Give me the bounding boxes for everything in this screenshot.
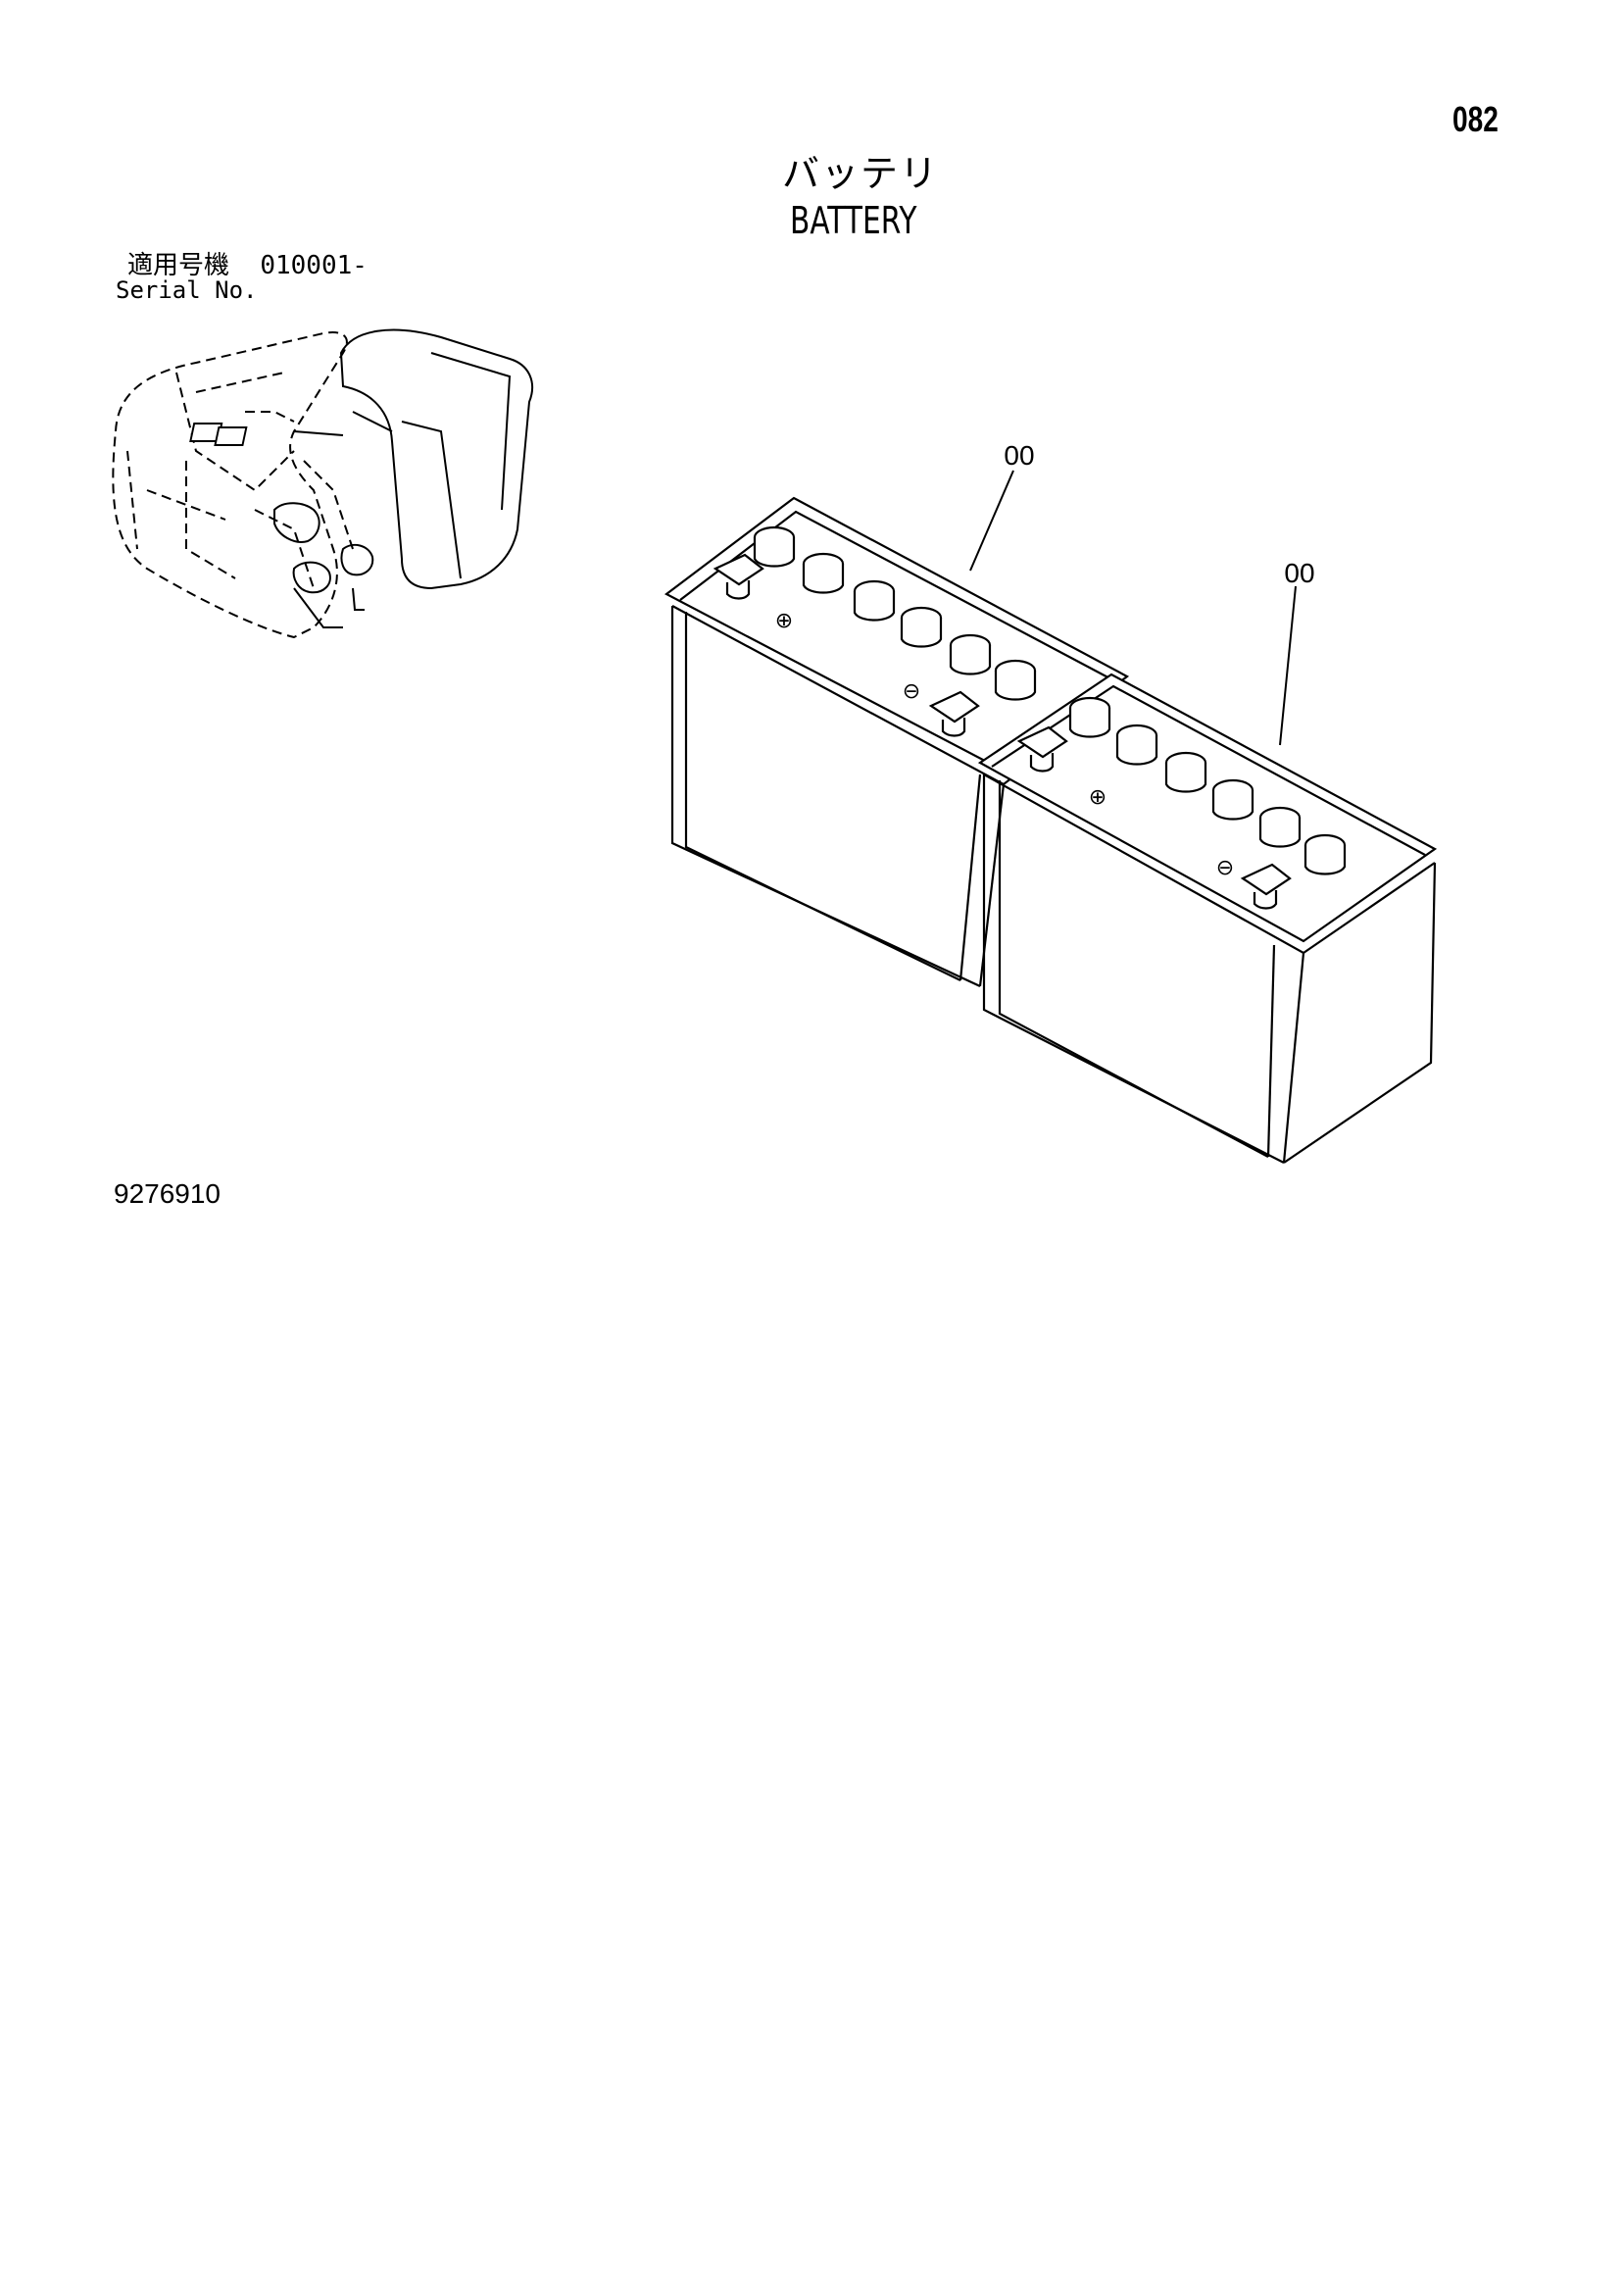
serial-applicability: 適用号機 010001- [127,253,368,278]
leader-line-1 [969,470,1014,572]
callout-battery-2: 00 [1284,558,1314,588]
serial-label-english: Serial No. [116,276,258,304]
page-number: 082 [1452,99,1499,139]
positive-terminal-mark-2: ⊕ [1089,785,1107,810]
battery-front [977,673,1438,1164]
page-title-english: BATTERY [790,199,917,242]
leader-line-2 [1279,585,1297,746]
drawing-number: 9276910 [114,1178,221,1209]
serial-value: 010001- [260,251,368,280]
callout-battery-1: 00 [1004,440,1034,471]
battery-rear [664,496,1130,987]
positive-terminal-mark: ⊕ [775,609,793,633]
serial-label-japanese: 適用号機 [127,251,230,280]
page-title-japanese: バッテリ [782,152,940,195]
callout-leaders [969,470,1297,746]
negative-terminal-mark: ⊖ [903,679,920,704]
negative-terminal-mark-2: ⊖ [1216,856,1234,880]
machine-locator-view [112,328,534,639]
